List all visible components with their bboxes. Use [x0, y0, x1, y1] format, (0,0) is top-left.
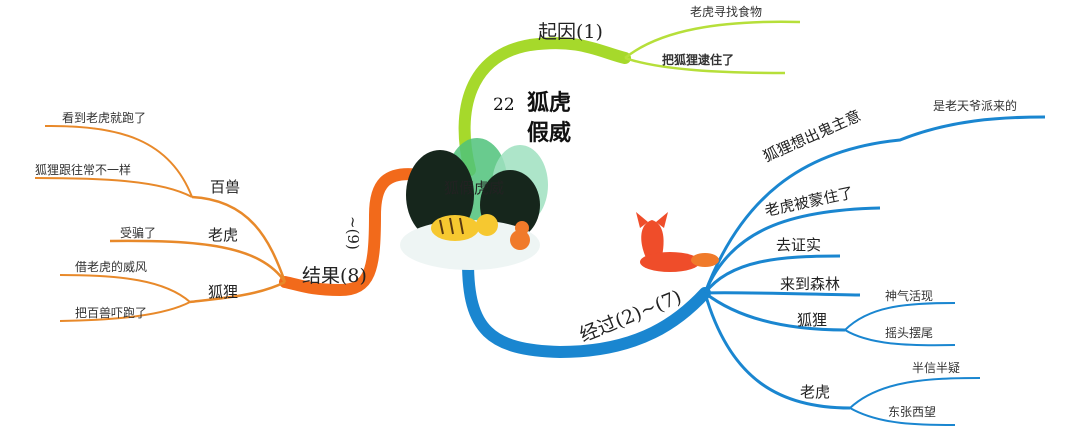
process-branch-label: 狐狸	[797, 311, 827, 329]
process-branch-label: 老虎	[800, 383, 830, 401]
result-branch-label: 百兽	[210, 178, 240, 196]
result-leaf: 受骗了	[120, 225, 156, 240]
cause-leaf: 老虎寻找食物	[690, 4, 762, 19]
result-branch-label: 狐狸	[208, 283, 238, 301]
title-line1: 狐虎	[527, 90, 571, 116]
process-branch-label: 狐狸想出鬼主意	[760, 106, 863, 165]
process-leaf: 是老天爷派来的	[933, 98, 1017, 113]
fox-small-illustration	[510, 221, 530, 250]
result-label: 结果(8)	[302, 265, 367, 287]
process-leaf: 神气活现	[885, 288, 933, 303]
title-line2: 假威	[527, 120, 571, 146]
process-branch-label: 来到森林	[780, 275, 840, 293]
process-leaf: 东张西望	[888, 405, 936, 419]
result-branch-label: 老虎	[208, 226, 238, 244]
cause-leaf: 把狐狸逮住了	[662, 52, 734, 67]
process-branch	[462, 115, 1046, 426]
lesson-number: 22	[493, 95, 515, 115]
cause-branch	[458, 20, 801, 176]
result-leaf: 借老虎的威风	[75, 259, 147, 274]
fox-illustration	[636, 212, 719, 272]
cause-label: 起因(1)	[538, 21, 603, 43]
result-leaf: 狐狸跟往常不一样	[35, 162, 131, 177]
process-leaf: 半信半疑	[912, 360, 960, 375]
result-branch	[34, 124, 426, 322]
result-label-cont: ~(9)	[344, 216, 362, 250]
center-label: 狐假虎威	[444, 179, 504, 197]
hills-illustration	[400, 138, 548, 270]
process-branch-label: 去证实	[776, 236, 821, 254]
result-leaf: 把百兽吓跑了	[75, 306, 147, 320]
process-leaf: 摇头摆尾	[885, 326, 933, 340]
result-leaf: 看到老虎就跑了	[62, 111, 146, 125]
tiger-illustration	[431, 214, 498, 241]
